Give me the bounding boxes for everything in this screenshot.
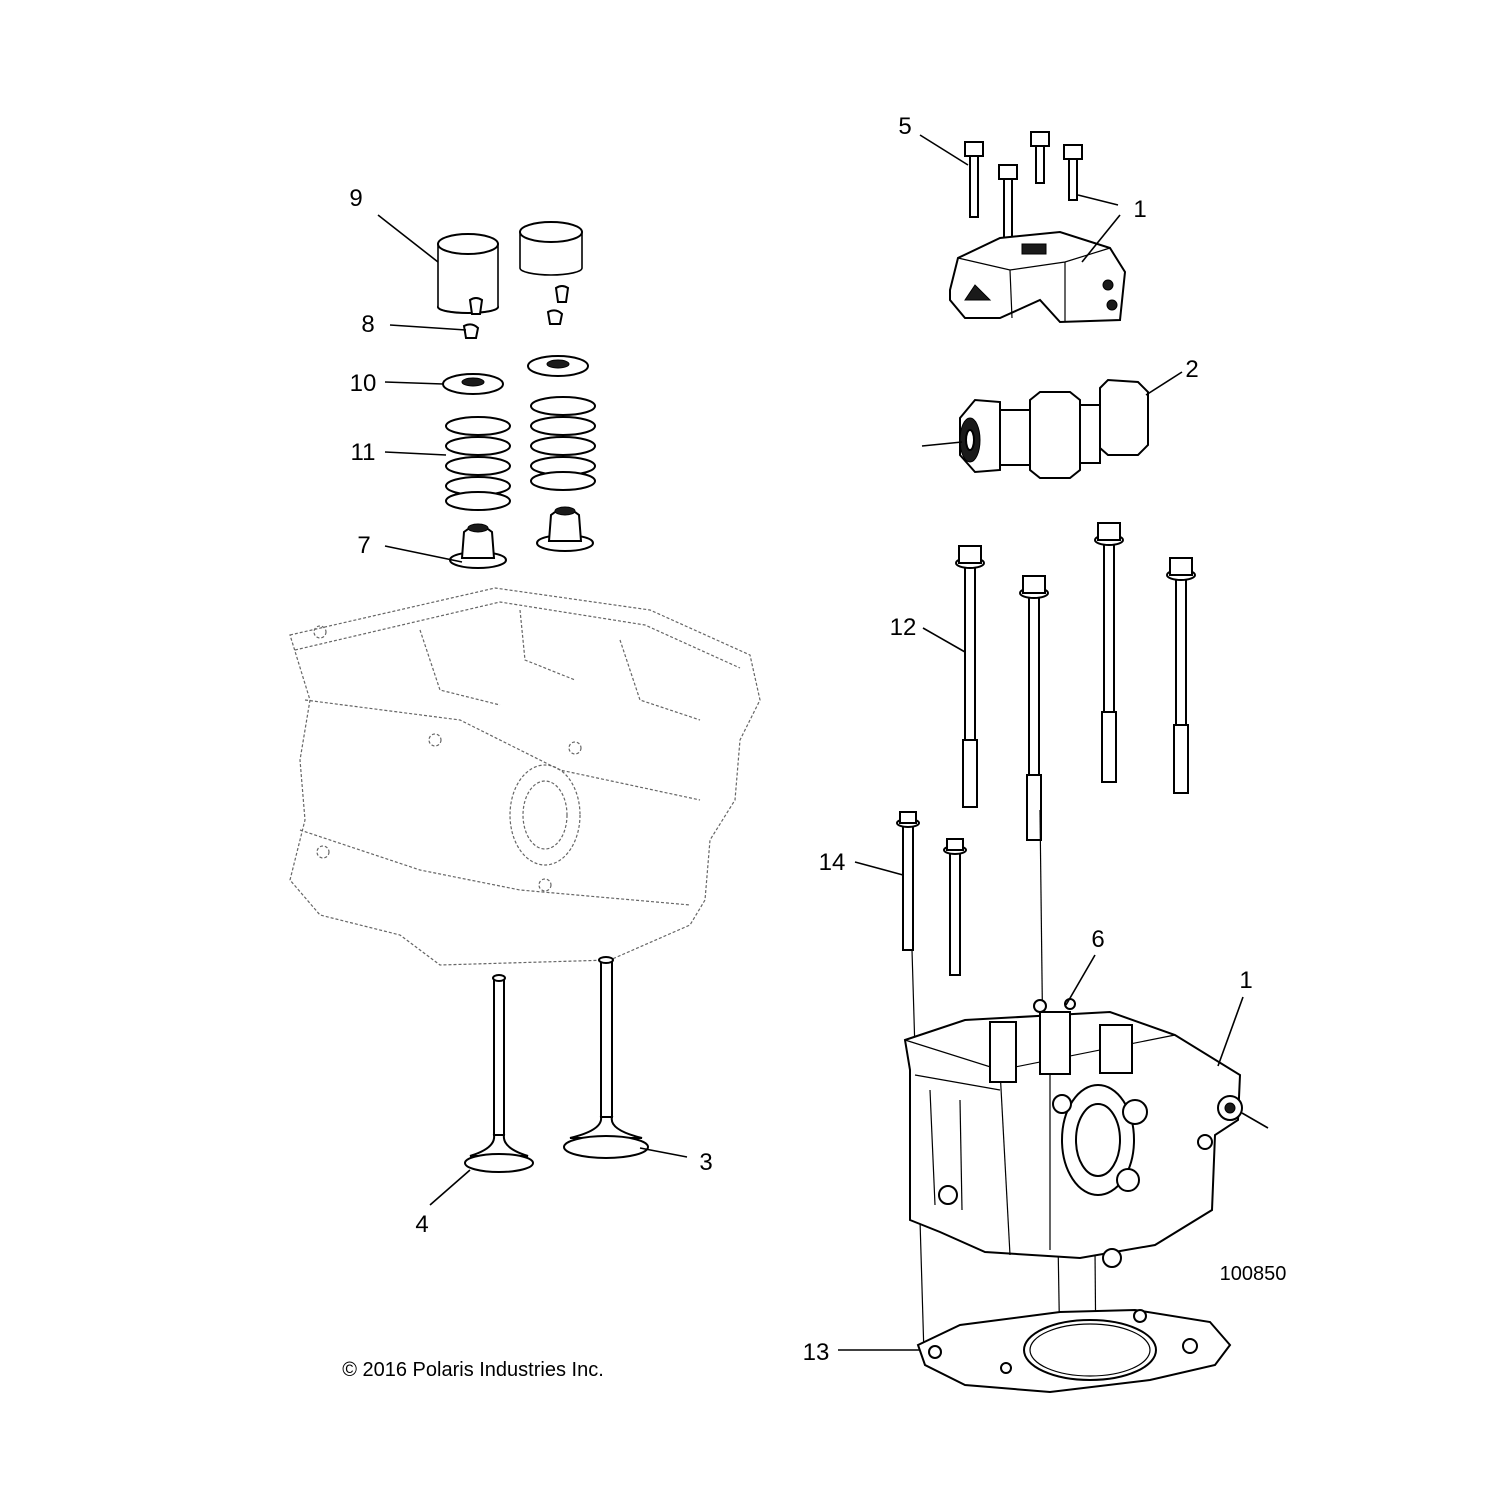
valve-keeper-left (462, 297, 484, 339)
callout-1-cylinder-head: 1 (1239, 967, 1252, 994)
callout-10: 10 (350, 370, 377, 397)
camshaft-carrier (949, 230, 1127, 324)
head-bolt (1166, 557, 1196, 794)
cam-carrier-bolt (964, 141, 984, 218)
callout-8: 8 (361, 311, 374, 338)
callout-6: 6 (1091, 926, 1104, 953)
callout-3: 3 (699, 1149, 712, 1176)
callout-4: 4 (415, 1211, 428, 1238)
intake-valve (464, 974, 534, 1173)
callout-12: 12 (890, 614, 917, 641)
tappet-bucket-left (437, 233, 499, 314)
callout-14: 14 (819, 849, 846, 876)
callout-leaders (377, 134, 1269, 1351)
valve-stem-seal-right (536, 506, 594, 552)
head-bolt (1019, 575, 1049, 841)
callout-5: 5 (898, 113, 911, 140)
copyright-notice: © 2016 Polaris Industries Inc. (342, 1359, 604, 1381)
camshaft (921, 378, 1149, 479)
spring-retainer-left (442, 373, 504, 395)
callout-7: 7 (357, 532, 370, 559)
cylinder-head (903, 998, 1243, 1268)
figure-number: 100850 (1220, 1263, 1287, 1285)
valve-spring-left (445, 416, 511, 511)
valve-keeper-right (546, 285, 570, 325)
cylinder-head-bolt-short (943, 838, 967, 976)
head-bolt (1094, 522, 1124, 783)
callout-11: 11 (351, 439, 376, 466)
head-gasket (916, 1308, 1232, 1394)
callout-1-carrier: 1 (1133, 196, 1146, 223)
cylinder-head-bolt-short (896, 811, 920, 951)
callout-9: 9 (349, 185, 362, 212)
head-bolt (955, 545, 985, 808)
cam-carrier-bolt (998, 164, 1018, 239)
cylinder-head-reference-outline (289, 587, 761, 966)
valve-spring-right (530, 396, 596, 491)
cam-carrier-bolt (1063, 144, 1083, 201)
spring-retainer-right (527, 355, 589, 377)
cam-carrier-bolt (1030, 131, 1050, 184)
callout-2: 2 (1185, 356, 1198, 383)
callout-13: 13 (803, 1339, 830, 1366)
valve-stem-seal-left (449, 523, 507, 569)
tappet-bucket-right (519, 221, 583, 276)
exhaust-valve (563, 956, 649, 1159)
